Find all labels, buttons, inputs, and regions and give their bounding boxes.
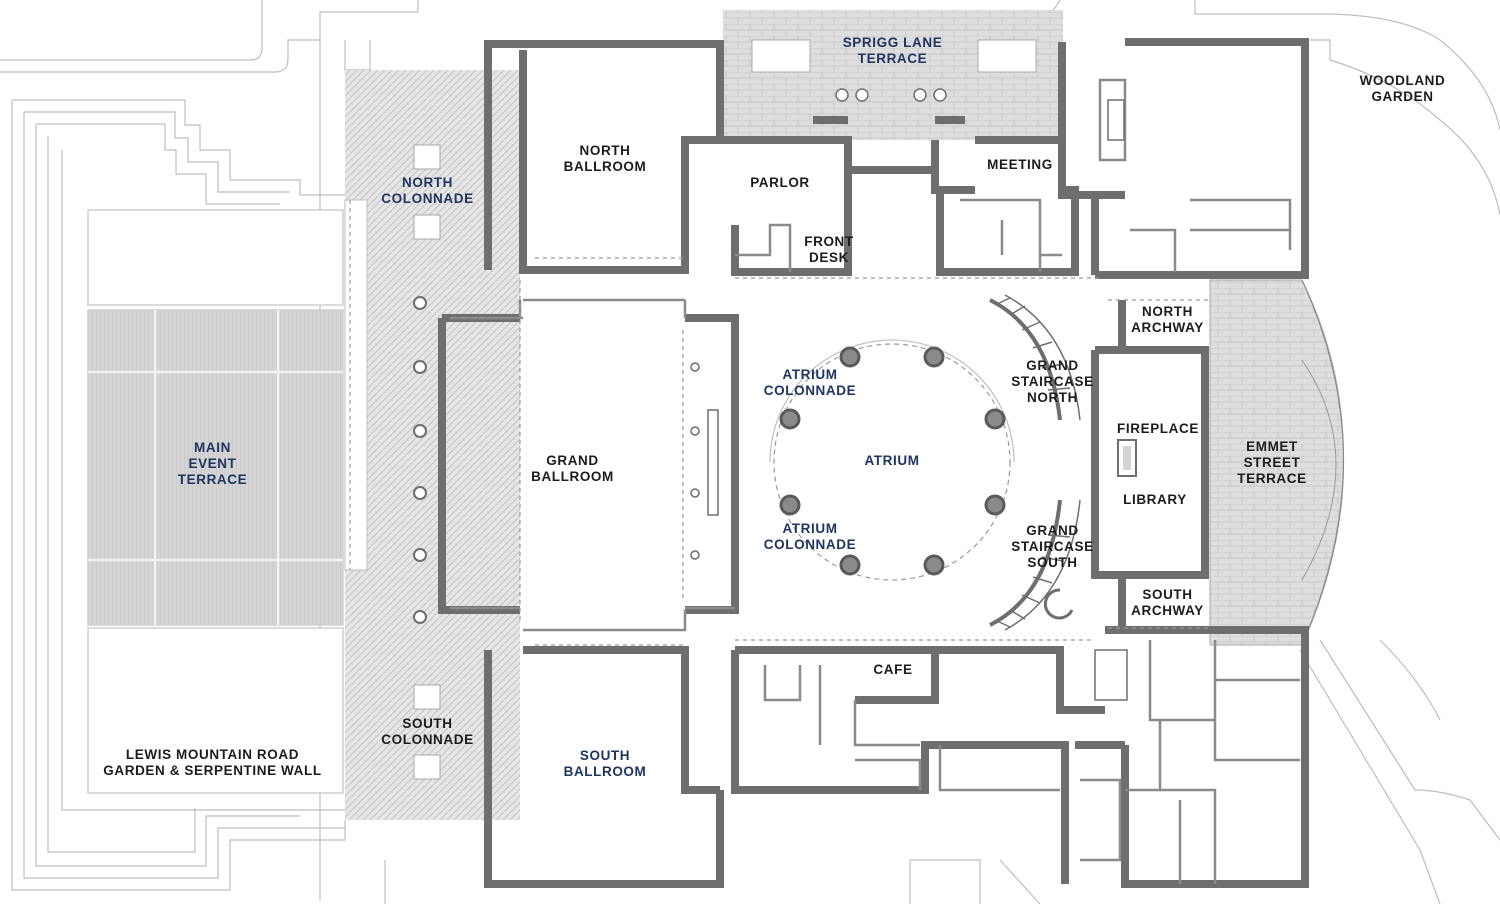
label-grand-staircase-south: GRAND STAIRCASE SOUTH bbox=[1011, 523, 1094, 570]
fixtures bbox=[690, 88, 1128, 701]
label-fireplace: FIREPLACE bbox=[1117, 421, 1199, 436]
label-south-ballroom: SOUTH BALLROOM bbox=[563, 748, 647, 779]
label-south-archway: SOUTH ARCHWAY bbox=[1131, 587, 1204, 618]
atrium-ring bbox=[769, 339, 1015, 581]
dashed-openings bbox=[349, 200, 1208, 646]
label-cafe: CAFE bbox=[873, 662, 913, 677]
building-walls bbox=[438, 38, 1309, 888]
label-parlor: PARLOR bbox=[750, 175, 810, 190]
label-sprigg-lane-terrace: SPRIGG LANE TERRACE bbox=[842, 35, 943, 66]
label-atrium-colonnade-north: ATRIUM COLONNADE bbox=[763, 367, 857, 398]
atrium-columns bbox=[779, 346, 1006, 576]
terrace-surfaces bbox=[87, 10, 1345, 820]
light-walls bbox=[450, 78, 1300, 884]
label-library: LIBRARY bbox=[1123, 492, 1187, 507]
label-grand-ballroom: GRAND BALLROOM bbox=[531, 453, 614, 484]
label-north-archway: NORTH ARCHWAY bbox=[1131, 304, 1204, 335]
label-atrium: ATRIUM bbox=[864, 453, 920, 468]
label-woodland-garden: WOODLAND GARDEN bbox=[1359, 73, 1446, 104]
label-front-desk: FRONT DESK bbox=[804, 234, 854, 265]
label-north-ballroom: NORTH BALLROOM bbox=[563, 143, 647, 174]
label-main-event-terrace: MAIN EVENT TERRACE bbox=[177, 440, 248, 487]
label-meeting: MEETING bbox=[987, 157, 1053, 172]
label-grand-staircase-north: GRAND STAIRCASE NORTH bbox=[1011, 358, 1094, 405]
label-emmet-street-terrace: EMMET STREET TERRACE bbox=[1237, 439, 1307, 486]
label-atrium-colonnade-south: ATRIUM COLONNADE bbox=[763, 521, 857, 552]
west-colonnade-columns bbox=[413, 296, 427, 624]
fireplace-symbol bbox=[1117, 439, 1137, 477]
grand-staircase-north-drawing bbox=[989, 294, 1081, 421]
grand-staircase-south-drawing bbox=[989, 499, 1081, 631]
label-north-colonnade: NORTH COLONNADE bbox=[381, 175, 474, 206]
label-south-colonnade: SOUTH COLONNADE bbox=[381, 716, 474, 747]
label-lewis-mountain-road-garden: LEWIS MOUNTAIN ROAD GARDEN & SERPENTINE … bbox=[103, 747, 322, 778]
